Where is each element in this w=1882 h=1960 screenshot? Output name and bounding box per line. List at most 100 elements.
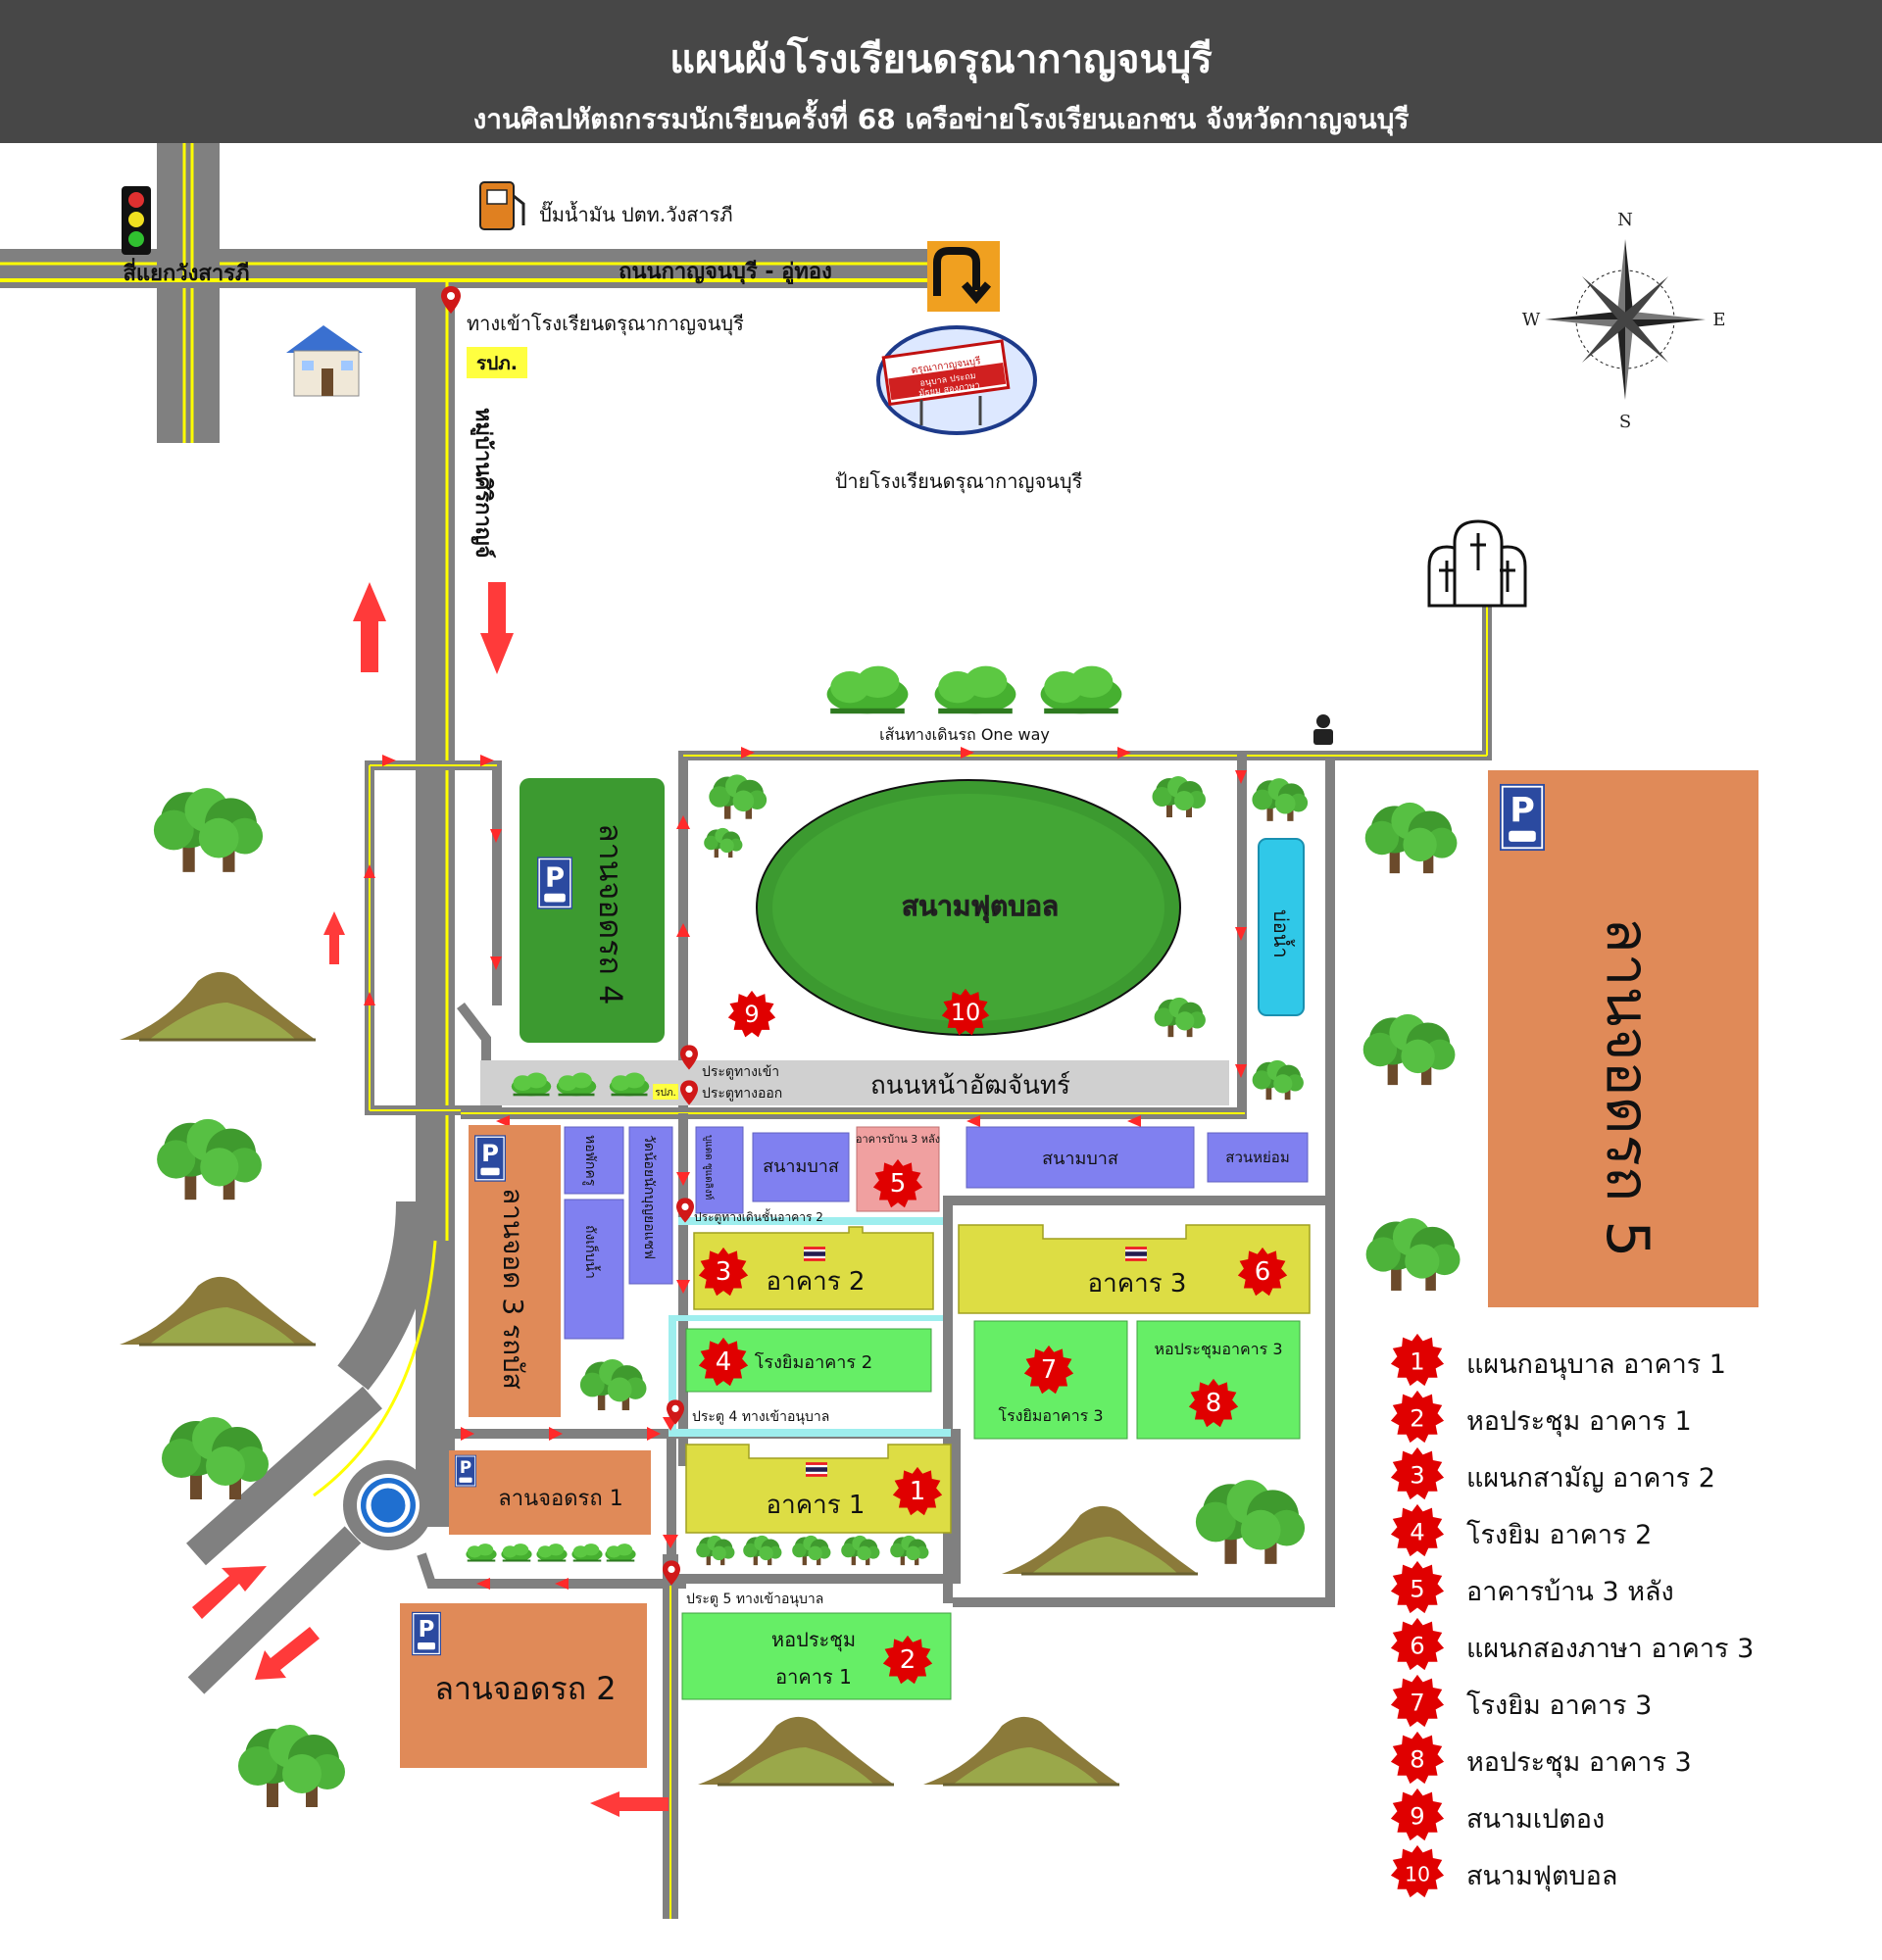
school-sign-label: ป้ายโรงเรียนดรุณากาญจนบุรี <box>835 469 1083 494</box>
svg-text:1: 1 <box>1410 1347 1424 1375</box>
svg-text:6: 6 <box>1255 1257 1271 1287</box>
village-label: หมู่บ้านศิริกาญจ์ <box>470 408 496 558</box>
parking-2-label: ลานจอดรถ 2 <box>434 1670 616 1707</box>
u-turn-icon <box>927 241 1000 312</box>
thai-flag-icon <box>804 1247 825 1261</box>
marker-9: 9 <box>727 990 776 1038</box>
marker-4: 4 <box>698 1337 749 1387</box>
house3-label: อาคารบ้าน 3 หลัง <box>856 1133 940 1146</box>
pond-label: บ่อน้ำ <box>1269 909 1295 958</box>
parking-sign-1 <box>455 1454 476 1488</box>
page-title: แผนผังโรงเรียนดรุณากาญจนบุรี <box>669 37 1213 82</box>
mound <box>698 1715 894 1787</box>
pool-small-label: สนามบาส <box>763 1156 839 1177</box>
legend-item-7: 7 โรงยิม อาคาร 3 <box>1390 1674 1860 1729</box>
legend-badge: 8 <box>1390 1731 1445 1785</box>
parking-sign-2 <box>412 1611 441 1656</box>
campus-map: P <box>0 143 1758 1919</box>
legend-item-2: 2 หอประชุม อาคาร 1 <box>1390 1390 1860 1445</box>
building-1 <box>685 1444 952 1534</box>
pool-large <box>966 1126 1195 1189</box>
parking-lot-2 <box>400 1603 647 1768</box>
tree <box>743 1535 782 1566</box>
svg-text:1: 1 <box>910 1477 926 1506</box>
svg-text:2: 2 <box>1410 1403 1424 1432</box>
football-field-label: สนามฟุตบอล <box>902 890 1059 923</box>
security-top-label: รปภ. <box>476 353 518 374</box>
svg-text:5: 5 <box>890 1169 907 1199</box>
parking-sign-4 <box>537 857 572 909</box>
building-3-label: อาคาร 3 <box>1088 1269 1187 1298</box>
svg-text:9: 9 <box>744 1001 759 1028</box>
tree <box>696 1535 735 1566</box>
legend-label: หอประชุม อาคาร 3 <box>1466 1747 1692 1778</box>
road-network <box>0 143 1492 1919</box>
legend-label: สนามเปตอง <box>1466 1804 1606 1835</box>
bush <box>605 1544 636 1562</box>
badminton-building <box>695 1126 744 1214</box>
front-road-label: ถนนหน้าอัฒจันทร์ <box>870 1071 1070 1101</box>
pavilion-label: สวนหย่อม <box>1225 1149 1289 1166</box>
legend-label: โรงยิม อาคาร 2 <box>1466 1520 1653 1550</box>
compass-e: E <box>1712 310 1725 330</box>
tree <box>157 1118 262 1200</box>
legend-item-3: 3 แผนกสามัญ อาคาร 2 <box>1390 1446 1860 1501</box>
legend-badge: 6 <box>1390 1617 1445 1671</box>
dorm-building <box>564 1126 624 1195</box>
svg-text:8: 8 <box>1206 1389 1222 1418</box>
bush <box>571 1544 603 1562</box>
mound <box>120 970 316 1042</box>
legend-item-10: 10 สนามฟุตบอล <box>1390 1844 1860 1899</box>
school-entrance-label: ทางเข้าโรงเรียนดรุณากาญจนบุรี <box>467 312 744 336</box>
tree <box>579 1358 647 1411</box>
security-gate-badge <box>653 1084 678 1100</box>
svg-text:8: 8 <box>1410 1744 1424 1773</box>
gym-2-label: โรงยิมอาคาร 2 <box>755 1351 872 1373</box>
legend-label: หอประชุม อาคาร 1 <box>1466 1406 1692 1437</box>
marker-5: 5 <box>872 1158 923 1208</box>
svg-text:4: 4 <box>1410 1517 1424 1545</box>
building-1-label: อาคาร 1 <box>767 1491 866 1520</box>
chapel-label: วัดน้อยนักบุญยอแซฟ <box>641 1135 657 1259</box>
building-3 <box>958 1224 1311 1314</box>
gas-station-icon <box>479 181 525 230</box>
gate-5-label: ประตู 5 ทางเข้าอนุบาล <box>686 1592 823 1607</box>
legend-item-1: 1 แผนกอนุบาล อาคาร 1 <box>1390 1333 1860 1388</box>
pond <box>1258 838 1305 1016</box>
gate-bldg2-label: ประตูทางเดินชั้นอาคาร 2 <box>694 1208 823 1225</box>
svg-text:3: 3 <box>1410 1460 1424 1489</box>
security-gate-label: รปภ. <box>655 1088 676 1099</box>
tree <box>792 1535 831 1566</box>
legend-label: แผนกสองภาษา อาคาร 3 <box>1466 1634 1755 1664</box>
parking-1-label: ลานจอดรถ 1 <box>498 1487 622 1511</box>
bush <box>826 665 909 714</box>
tree <box>1365 1218 1461 1291</box>
parking-lot-4 <box>520 778 665 1043</box>
gate-in-label: ประตูทางเข้า <box>702 1064 779 1080</box>
svg-text:10: 10 <box>1405 1862 1430 1886</box>
compass-rose-icon: N S E W <box>1522 210 1726 432</box>
parking-5-label: ลานจอดรถ 5 <box>1593 917 1661 1257</box>
legend-label: สนามฟุตบอล <box>1466 1861 1618 1891</box>
chapel-building <box>628 1126 673 1285</box>
marker-2: 2 <box>882 1635 933 1685</box>
svg-text:3: 3 <box>716 1257 732 1287</box>
compass-n: N <box>1617 210 1633 230</box>
svg-text:10: 10 <box>951 999 981 1026</box>
mound <box>923 1715 1119 1787</box>
tree <box>238 1725 345 1807</box>
page-subtitle: งานศิลปหัตถกรรมนักเรียนครั้งที่ 68 เครือ… <box>472 103 1410 135</box>
water-tank-label: ถังเก็บน้ำ <box>582 1225 601 1279</box>
hall-3-label: หอประชุมอาคาร 3 <box>1154 1340 1282 1359</box>
building-2 <box>693 1226 934 1310</box>
compass-w: W <box>1522 310 1541 330</box>
bush <box>501 1544 532 1562</box>
parking-lot-1 <box>449 1450 651 1535</box>
school-sign-icon: ดรุณากาญจนบุรี อนุบาล ประถม มัธยม สองภาษ… <box>876 325 1037 435</box>
marker-10: 10 <box>941 988 990 1036</box>
svg-text:5: 5 <box>1410 1574 1424 1602</box>
marker-1: 1 <box>892 1466 943 1516</box>
water-tank-building <box>564 1199 624 1340</box>
tree <box>153 788 264 872</box>
legend-label: โรงยิม อาคาร 3 <box>1466 1690 1653 1721</box>
